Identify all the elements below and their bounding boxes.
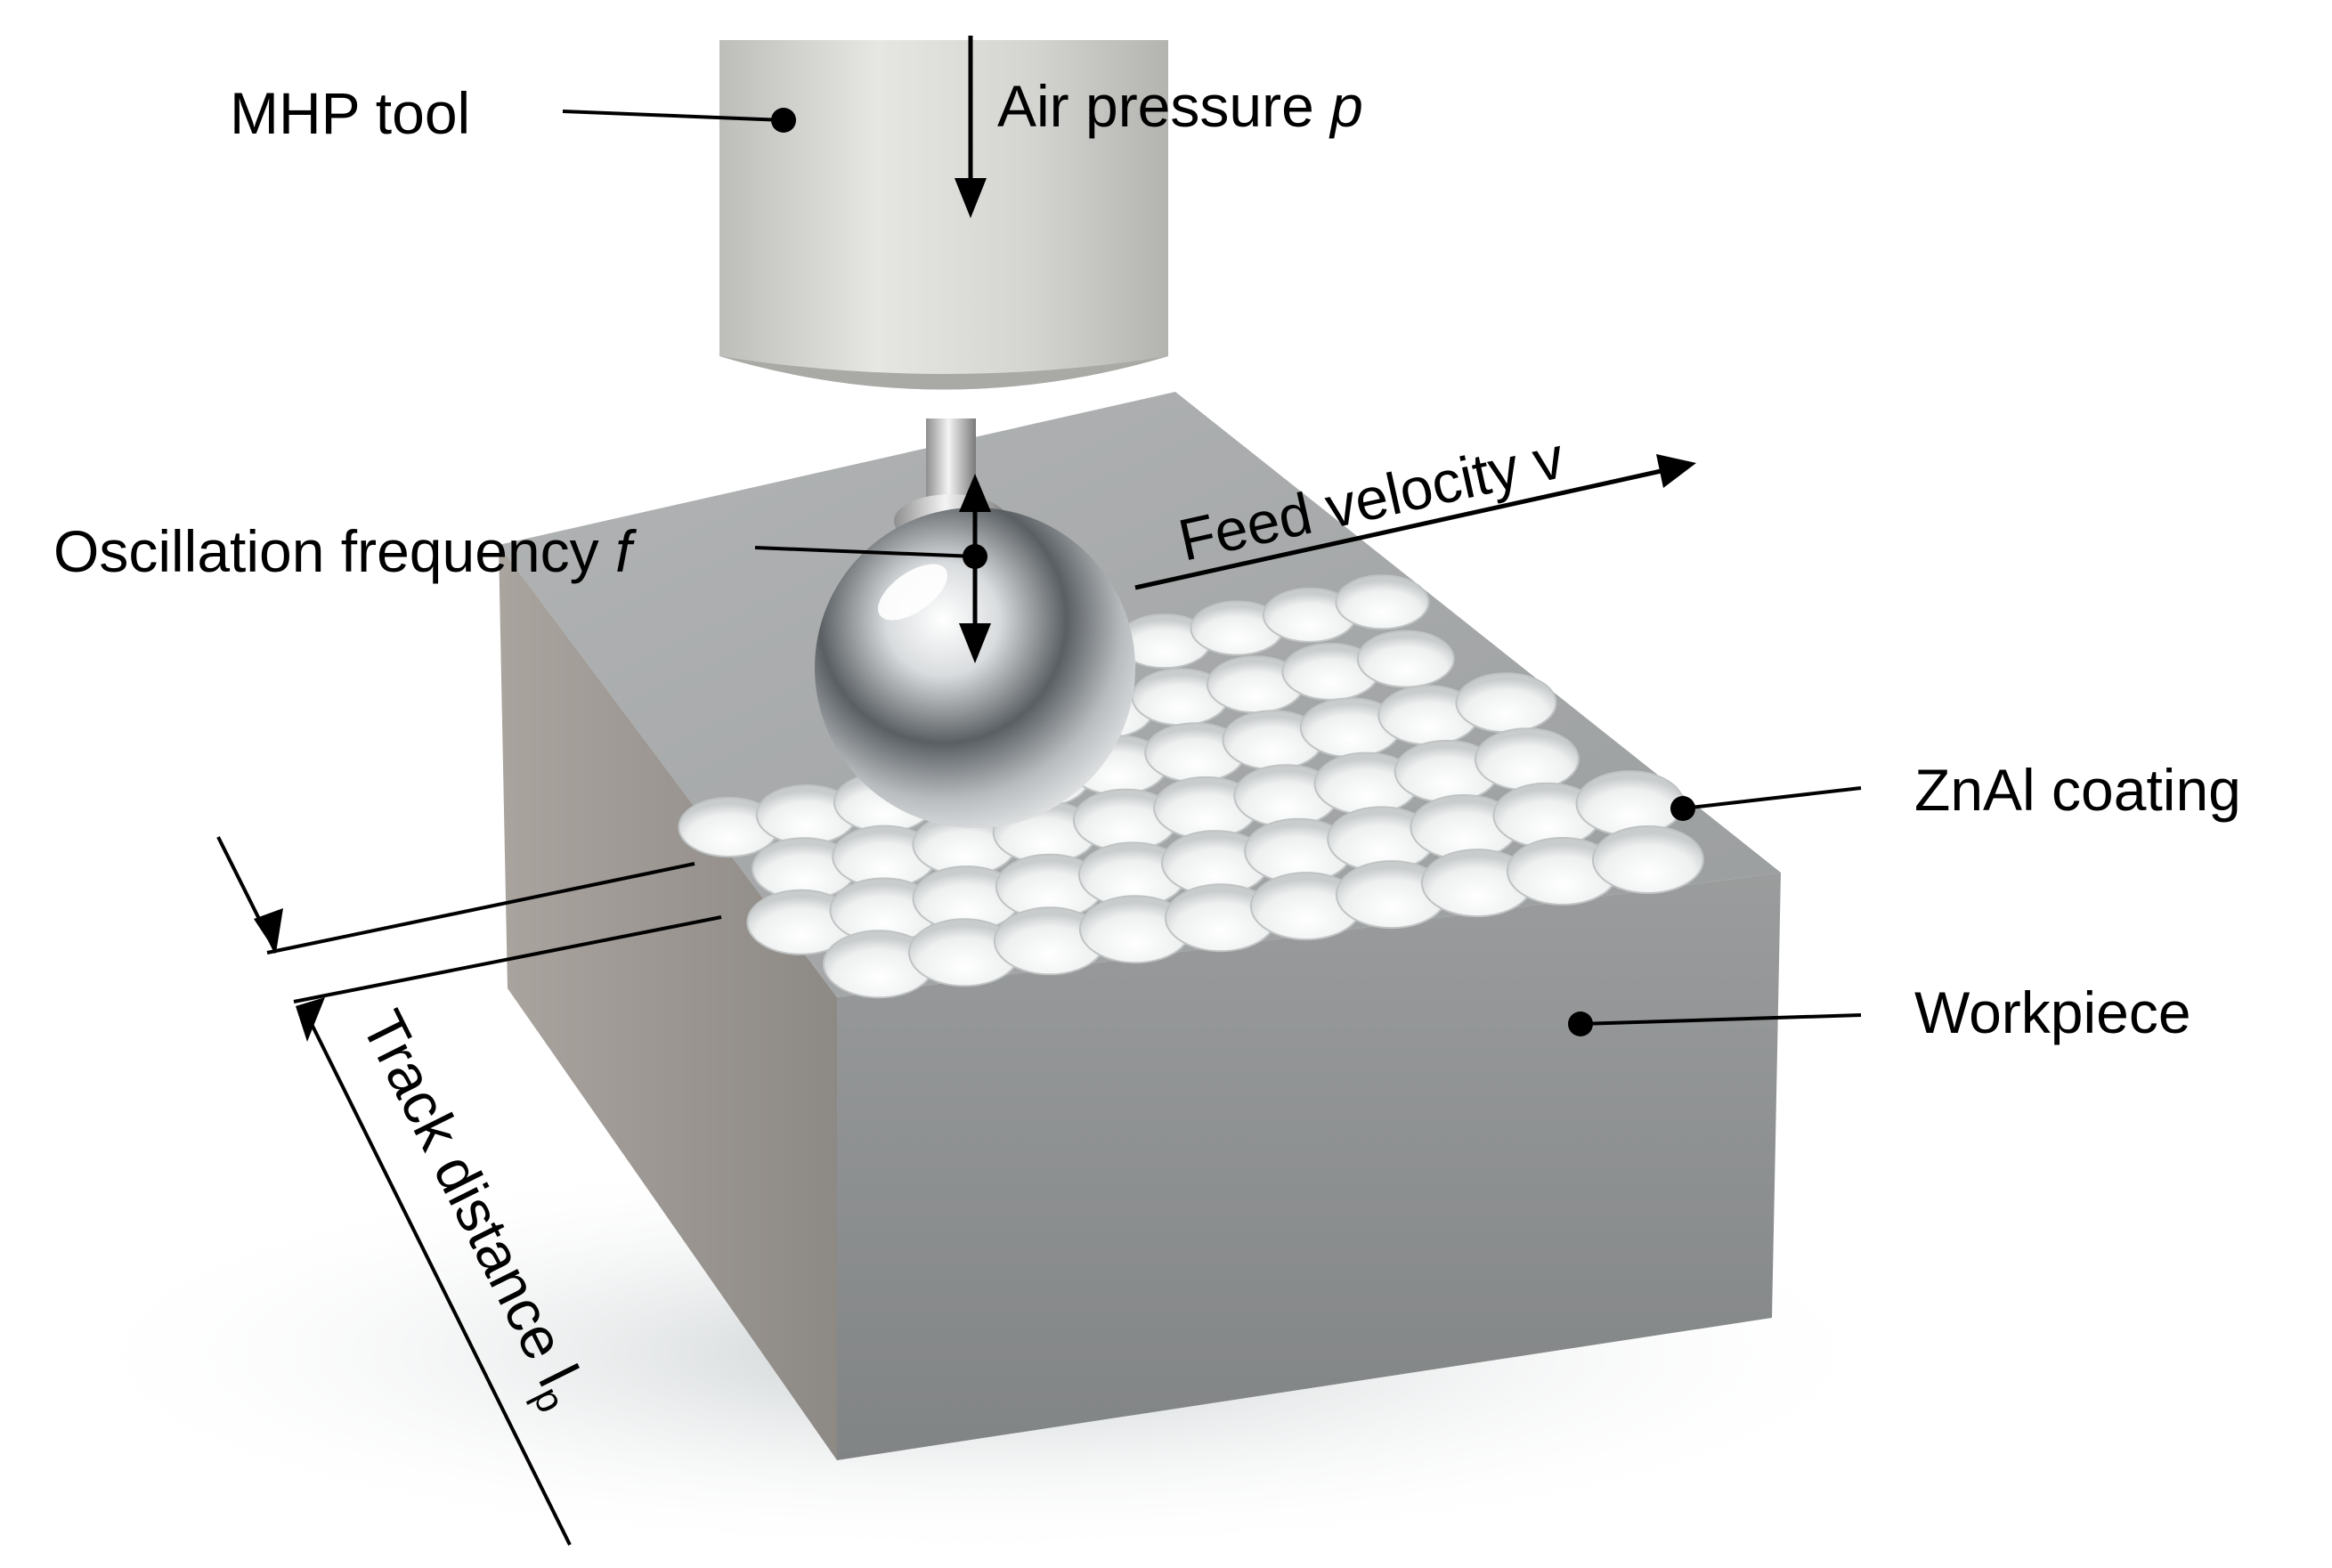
oscillation-text: Oscillation frequency: [53, 518, 615, 584]
oscillation-double-arrow: [754, 474, 991, 663]
coating-dimple: [1356, 630, 1455, 688]
mhp-tool-leader: [562, 108, 796, 133]
air-pressure-text: Air pressure: [997, 73, 1330, 139]
label-air-pressure: Air pressure p: [997, 73, 1363, 139]
workpiece-left-face: [499, 545, 837, 1460]
air-pressure-arrow: [955, 36, 987, 218]
label-oscillation-frequency: Oscillation frequency f: [53, 518, 638, 584]
ball-highlight: [878, 564, 947, 621]
coating-dimple: [1591, 825, 1704, 894]
tool-body: [719, 40, 1168, 390]
label-znal-coating: ZnAl coating: [1914, 757, 2241, 823]
workpiece-front-face: [837, 873, 1781, 1460]
track-distance-dimension: [216, 836, 722, 1546]
label-mhp-tool: MHP tool: [230, 80, 470, 146]
tool-body-bottom: [719, 356, 1168, 390]
coating-dimple: [1474, 727, 1580, 792]
coating-dimple: [1335, 574, 1430, 630]
workpiece-leader: [1568, 1011, 1862, 1036]
air-pressure-symbol: p: [1329, 73, 1363, 139]
znal-coating-dimples: [678, 574, 1704, 999]
coating-leader: [1670, 786, 1862, 821]
label-workpiece: Workpiece: [1914, 979, 2191, 1045]
coating-dimple: [1455, 672, 1557, 734]
coating-dimple: [1575, 770, 1685, 837]
feed-velocity-arrow: [1134, 454, 1696, 590]
